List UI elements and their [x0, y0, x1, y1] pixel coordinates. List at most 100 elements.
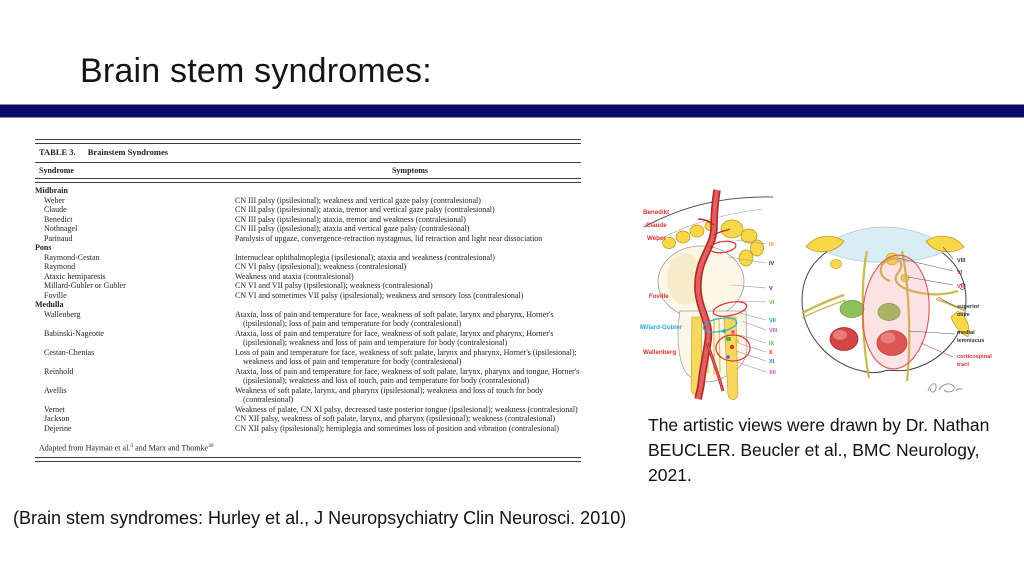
- symptoms-cell: CN VI and VII palsy (ipsilesional); weak…: [235, 281, 433, 290]
- table-row: Raymond CN VI palsy (ipsilesional); weakn…: [35, 262, 581, 272]
- table-row: Claude CN III palsy (ipsilesional); ataxi…: [35, 205, 581, 215]
- symptoms-cell: CN VI palsy (ipsilesional); weakness (co…: [235, 262, 407, 271]
- label-cross-vii: VII: [957, 284, 964, 290]
- label-cn-xi: XI: [769, 359, 775, 365]
- table-row: Jackson CN XII palsy, weakness of soft pa…: [35, 414, 581, 424]
- syndrome-cell: Reinhold: [44, 366, 74, 376]
- midbrain-syndromes-ellipse: [709, 240, 737, 254]
- label-millard-gubler: Millard-Gubler: [640, 324, 683, 331]
- label-foville: Foville: [649, 293, 669, 300]
- table-row: Weber CN III palsy (ipsilesional); weakne…: [35, 196, 581, 206]
- table-row: Benedict CN III palsy (ipsilesional); ata…: [35, 215, 581, 225]
- footnote-sup: 3: [130, 443, 134, 449]
- symptoms-cell: CN XII palsy, weakness of soft palate, l…: [235, 414, 556, 423]
- table-row: Avellis Weakness of soft palate, larynx, …: [35, 386, 581, 405]
- artist-signature: [927, 383, 963, 393]
- label-cn-x: X: [769, 350, 773, 356]
- table-top-rule: [35, 139, 581, 144]
- column-header-syndrome: Syndrome: [39, 165, 74, 175]
- table-header-rule: [35, 178, 581, 183]
- syndrome-cell: Babinski-Nageotte: [44, 328, 104, 338]
- syndrome-cell: Jackson: [44, 414, 70, 423]
- symptoms-cell: Weakness and ataxia (contralesional): [235, 271, 354, 281]
- symptoms-cell: CN VI and sometimes VII palsy (ipsilesio…: [235, 290, 524, 300]
- label-weber: Weber: [647, 235, 666, 242]
- label-benedikt: Benedikt: [643, 209, 669, 216]
- symptoms-cell: CN III palsy (ipsilesional); ataxia, tre…: [235, 214, 466, 224]
- syndrome-cell: Parinaud: [44, 233, 73, 243]
- symptoms-cell: CN III palsy (ipsilesional); ataxia, tre…: [235, 205, 495, 214]
- label-cn-vii: VII: [769, 318, 776, 324]
- wallenberg-ellipse: [715, 334, 751, 362]
- syndrome-cell: Ataxic hemiparesis: [44, 271, 106, 281]
- footnote-text: and Marx and Thomke: [133, 443, 209, 453]
- label-claude: Claude: [646, 222, 667, 229]
- symptoms-cell: CN III palsy (ipsilesional); ataxia and …: [235, 224, 470, 233]
- table-section-header: Medulla: [35, 300, 64, 309]
- syndrome-cell: Weber: [44, 195, 65, 205]
- brainstem-syndromes-table: TABLE 3.Brainstem Syndromes Syndrome Sym…: [35, 139, 581, 463]
- syndrome-cell: Foville: [44, 290, 67, 300]
- table-caption-label: TABLE 3.: [39, 147, 76, 157]
- label-cn-v: V: [769, 286, 773, 292]
- table-row: Foville CN VI and sometimes VII palsy (ip…: [35, 291, 581, 301]
- lesion-annotation-ellipse: [862, 254, 930, 370]
- symptoms-cell: CN XII palsy (ipsilesional); hemiplegia …: [235, 423, 559, 433]
- symptoms-cell: Loss of pain and temperature for face, w…: [235, 347, 577, 367]
- cross-leader-lines: [897, 246, 957, 358]
- millard-gubler-ellipse: [702, 317, 738, 333]
- symptoms-cell: Paralysis of upgaze, convergence-retract…: [235, 233, 543, 243]
- table-row: Babinski-Nageotte Ataxia, loss of pain an…: [35, 329, 581, 348]
- page-title: Brain stem syndromes:: [80, 52, 432, 90]
- table-row: Nothnagel CN III palsy (ipsilesional); at…: [35, 224, 581, 234]
- label-wallenberg: Wallenberg: [643, 349, 676, 356]
- symptoms-cell: Weakness of soft palate, larynx, and pha…: [235, 385, 544, 405]
- table-row: Vernet Weakness of palate, CN XI palsy, d…: [35, 405, 581, 415]
- symptoms-cell: Internuclear ophthalmoplegia (ipsilesion…: [235, 252, 495, 262]
- figure-caption: The artistic views were drawn by Dr. Nat…: [648, 413, 1023, 488]
- footnote-sup: 30: [208, 443, 214, 449]
- table-row: Wallenberg Ataxia, loss of pain and tempe…: [35, 310, 581, 329]
- table-section-header: Pons: [35, 243, 52, 252]
- label-cn-xii: XII: [769, 370, 776, 376]
- symptoms-cell: Ataxia, loss of pain and temperature for…: [235, 328, 554, 348]
- symptoms-cell: Ataxia, loss of pain and temperature for…: [235, 309, 554, 329]
- table-caption-rule: [35, 161, 581, 163]
- table-row: Reinhold Ataxia, loss of pain and tempera…: [35, 367, 581, 386]
- label-cn-vi: VI: [769, 300, 775, 306]
- title-accent-bar: [0, 104, 1024, 118]
- basilar-artery: [694, 189, 731, 400]
- symptoms-cell: CN III palsy (ipsilesional); weakness an…: [235, 195, 481, 205]
- table-bottom-rule: [35, 457, 581, 463]
- syndrome-cell: Nothnagel: [44, 224, 78, 233]
- table-row: Ataxic hemiparesis Weakness and ataxia (c…: [35, 272, 581, 282]
- syndrome-cell: Avellis: [44, 385, 67, 395]
- label-cn-iv: IV: [769, 261, 775, 267]
- syndrome-cell: Raymond-Cestan: [44, 252, 100, 262]
- syndrome-cell: Claude: [44, 205, 67, 214]
- syndrome-cell: Dejerine: [44, 423, 72, 433]
- table-row: Raymond-Cestan Internuclear ophthalmopleg…: [35, 253, 581, 263]
- table-caption: TABLE 3. Brainstem Syndromes: [35, 144, 581, 162]
- symptoms-cell: Ataxia, loss of pain and temperature for…: [235, 366, 580, 386]
- footnote-text: Adapted from Hayman et al.: [39, 443, 131, 453]
- syndrome-cell: Benedict: [44, 214, 73, 224]
- syndrome-cell: Wallenberg: [44, 309, 81, 319]
- label-cn-ix: IX: [769, 341, 775, 347]
- table-footnote: Adapted from Hayman et al.3 and Marx and…: [35, 442, 581, 457]
- symptoms-cell: Weakness of palate, CN XI palsy, decreas…: [235, 404, 578, 414]
- label-cross-vi: VI: [957, 270, 963, 276]
- figure-caption-line1: The artistic views were drawn by Dr. Nat…: [648, 415, 990, 435]
- brainstem-lateral-figure: Benedikt Claude Weber Foville Millard-Gu…: [640, 189, 778, 400]
- figure-caption-line2: BEUCLER. Beucler et al., BMC Neurology, …: [648, 440, 980, 485]
- syndrome-cell: Vernet: [44, 404, 65, 414]
- syndrome-cell: Raymond: [44, 262, 76, 271]
- table-caption-title: Brainstem Syndromes: [87, 147, 169, 157]
